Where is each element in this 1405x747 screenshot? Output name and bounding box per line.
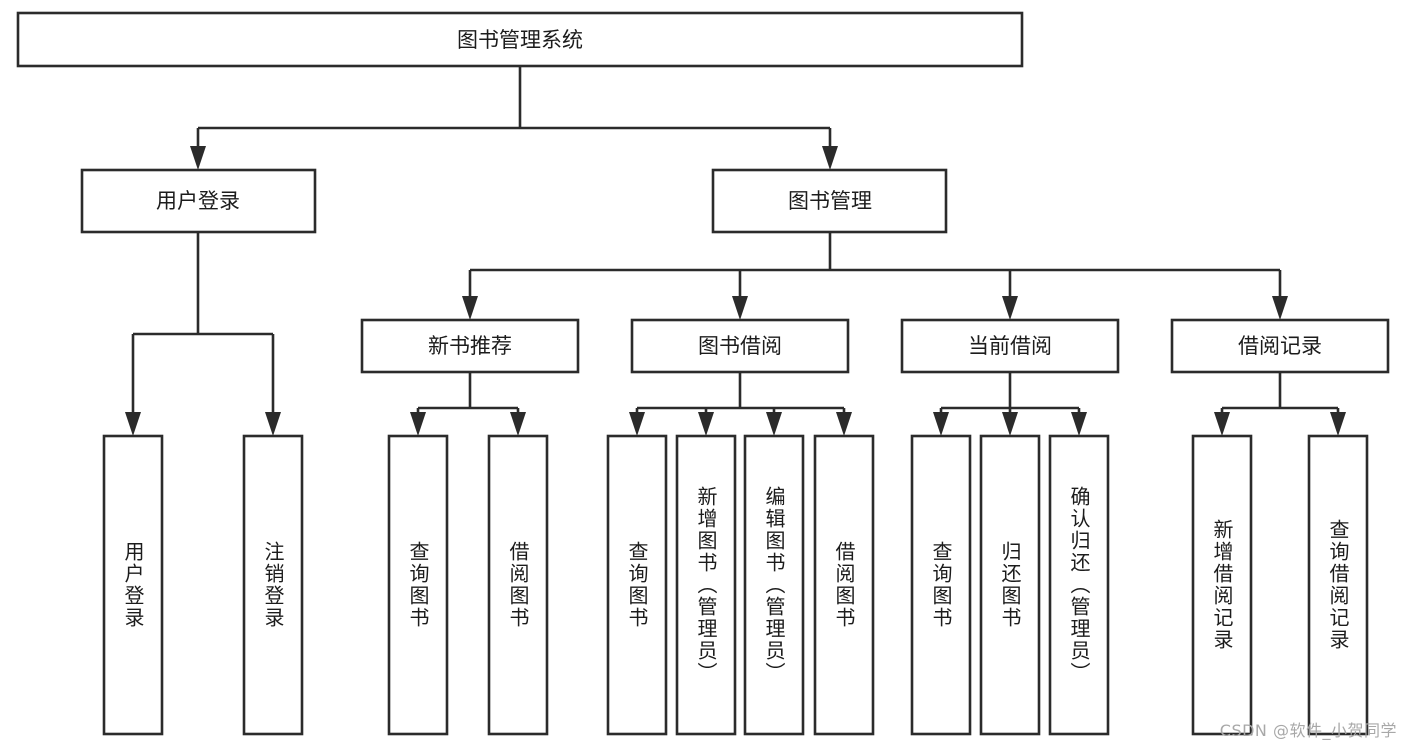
arrowhead-book-borrow-leaf-3 (766, 412, 782, 436)
node-new-book-recommend-box (360, 318, 580, 374)
arrowhead-borrow-record-leaf-1 (1214, 412, 1230, 436)
node-user-login-label: 用户登录 (156, 189, 240, 213)
arrowhead-user-login-leaf-2 (265, 412, 281, 436)
leaf-book-borrow-add-box (675, 434, 737, 736)
leaf-new-book-query[interactable]: 查询图书 (387, 434, 449, 736)
arrowhead-user-login-leaf-1 (125, 412, 141, 436)
node-borrow-record[interactable]: 借阅记录 (1170, 318, 1390, 374)
connector-layer (125, 66, 1346, 436)
leaf-book-borrow-query-label: 查询图书 (625, 541, 649, 629)
arrowhead-user-login (190, 146, 206, 170)
leaf-user-login-login[interactable]: 用户登录 (102, 434, 164, 736)
leaf-user-login-logout-label: 注销登录 (261, 541, 285, 629)
arrowhead-borrow-record (1272, 296, 1288, 320)
leaf-current-borrow-return-box (979, 434, 1041, 736)
leaf-new-book-borrow[interactable]: 借阅图书 (487, 434, 549, 736)
arrowhead-new-book-leaf-2 (510, 412, 526, 436)
arrowhead-book-borrow-leaf-2 (698, 412, 714, 436)
leaf-borrow-record-query-label: 查询借阅记录 (1326, 519, 1350, 651)
node-user-login[interactable]: 用户登录 (80, 168, 317, 234)
arrowhead-book-mgmt (822, 146, 838, 170)
node-new-book-recommend-label: 新书推荐 (428, 334, 512, 358)
node-user-login-box (80, 168, 317, 234)
leaf-new-book-borrow-label: 借阅图书 (506, 541, 530, 629)
node-root[interactable]: 图书管理系统 (16, 11, 1024, 68)
leaf-current-borrow-query-label: 查询图书 (929, 541, 953, 629)
node-root-box (16, 11, 1024, 68)
leaf-borrow-record-add-box (1191, 434, 1253, 736)
leaf-borrow-record-query-box (1307, 434, 1369, 736)
leaf-user-login-logout-box (242, 434, 304, 736)
node-current-borrow-box (900, 318, 1120, 374)
node-new-book-recommend[interactable]: 新书推荐 (360, 318, 580, 374)
arrowhead-book-borrow-leaf-1 (629, 412, 645, 436)
leaf-book-borrow-add-label: 新增图书（管理员） (694, 486, 718, 684)
leaf-current-borrow-query[interactable]: 查询图书 (910, 434, 972, 736)
leaf-current-borrow-confirm-label: 确认归还（管理员） (1067, 486, 1091, 684)
node-borrow-record-box (1170, 318, 1390, 374)
leaf-current-borrow-return-label: 归还图书 (998, 541, 1022, 629)
leaf-borrow-record-add-label: 新增借阅记录 (1210, 519, 1234, 651)
leaf-book-borrow-query-box (606, 434, 668, 736)
node-book-management[interactable]: 图书管理 (711, 168, 948, 234)
leaf-book-borrow-edit[interactable]: 编辑图书（管理员） (743, 434, 805, 736)
arrowhead-current-borrow (1002, 296, 1018, 320)
leaf-book-borrow-borrow-box (813, 434, 875, 736)
leaf-user-login-login-box (102, 434, 164, 736)
arrowhead-new-book (462, 296, 478, 320)
arrowhead-new-book-leaf-1 (410, 412, 426, 436)
leaf-book-borrow-query[interactable]: 查询图书 (606, 434, 668, 736)
arrowhead-current-borrow-leaf-1 (933, 412, 949, 436)
node-borrow-record-label: 借阅记录 (1238, 334, 1322, 358)
leaf-book-borrow-borrow[interactable]: 借阅图书 (813, 434, 875, 736)
leaf-new-book-query-box (387, 434, 449, 736)
arrowhead-current-borrow-leaf-2 (1002, 412, 1018, 436)
leaf-book-borrow-add[interactable]: 新增图书（管理员） (675, 434, 737, 736)
arrowhead-book-borrow-leaf-4 (836, 412, 852, 436)
leaf-current-borrow-confirm-box (1048, 434, 1110, 736)
arrowhead-current-borrow-leaf-3 (1071, 412, 1087, 436)
node-current-borrow[interactable]: 当前借阅 (900, 318, 1120, 374)
node-current-borrow-label: 当前借阅 (968, 334, 1052, 358)
leaf-borrow-record-query[interactable]: 查询借阅记录 (1307, 434, 1369, 736)
arrowhead-book-borrow (732, 296, 748, 320)
node-book-borrow-box (630, 318, 850, 374)
csdn-watermark: CSDN @软件_小贺同学 (1219, 721, 1397, 740)
leaf-book-borrow-edit-label: 编辑图书（管理员） (762, 486, 786, 684)
leaf-current-borrow-return[interactable]: 归还图书 (979, 434, 1041, 736)
node-root-label: 图书管理系统 (457, 28, 583, 52)
leaf-current-borrow-query-box (910, 434, 972, 736)
leaf-book-borrow-edit-box (743, 434, 805, 736)
node-book-management-label: 图书管理 (788, 189, 872, 213)
arrowhead-borrow-record-leaf-2 (1330, 412, 1346, 436)
leaf-book-borrow-borrow-label: 借阅图书 (832, 541, 856, 629)
node-book-borrow-label: 图书借阅 (698, 334, 782, 358)
leaf-user-login-login-label: 用户登录 (121, 541, 145, 629)
leaf-new-book-query-label: 查询图书 (406, 541, 430, 629)
node-book-borrow[interactable]: 图书借阅 (630, 318, 850, 374)
leaf-user-login-logout[interactable]: 注销登录 (242, 434, 304, 736)
leaf-borrow-record-add[interactable]: 新增借阅记录 (1191, 434, 1253, 736)
leaf-current-borrow-confirm[interactable]: 确认归还（管理员） (1048, 434, 1110, 736)
leaf-new-book-borrow-box (487, 434, 549, 736)
node-book-management-box (711, 168, 948, 234)
